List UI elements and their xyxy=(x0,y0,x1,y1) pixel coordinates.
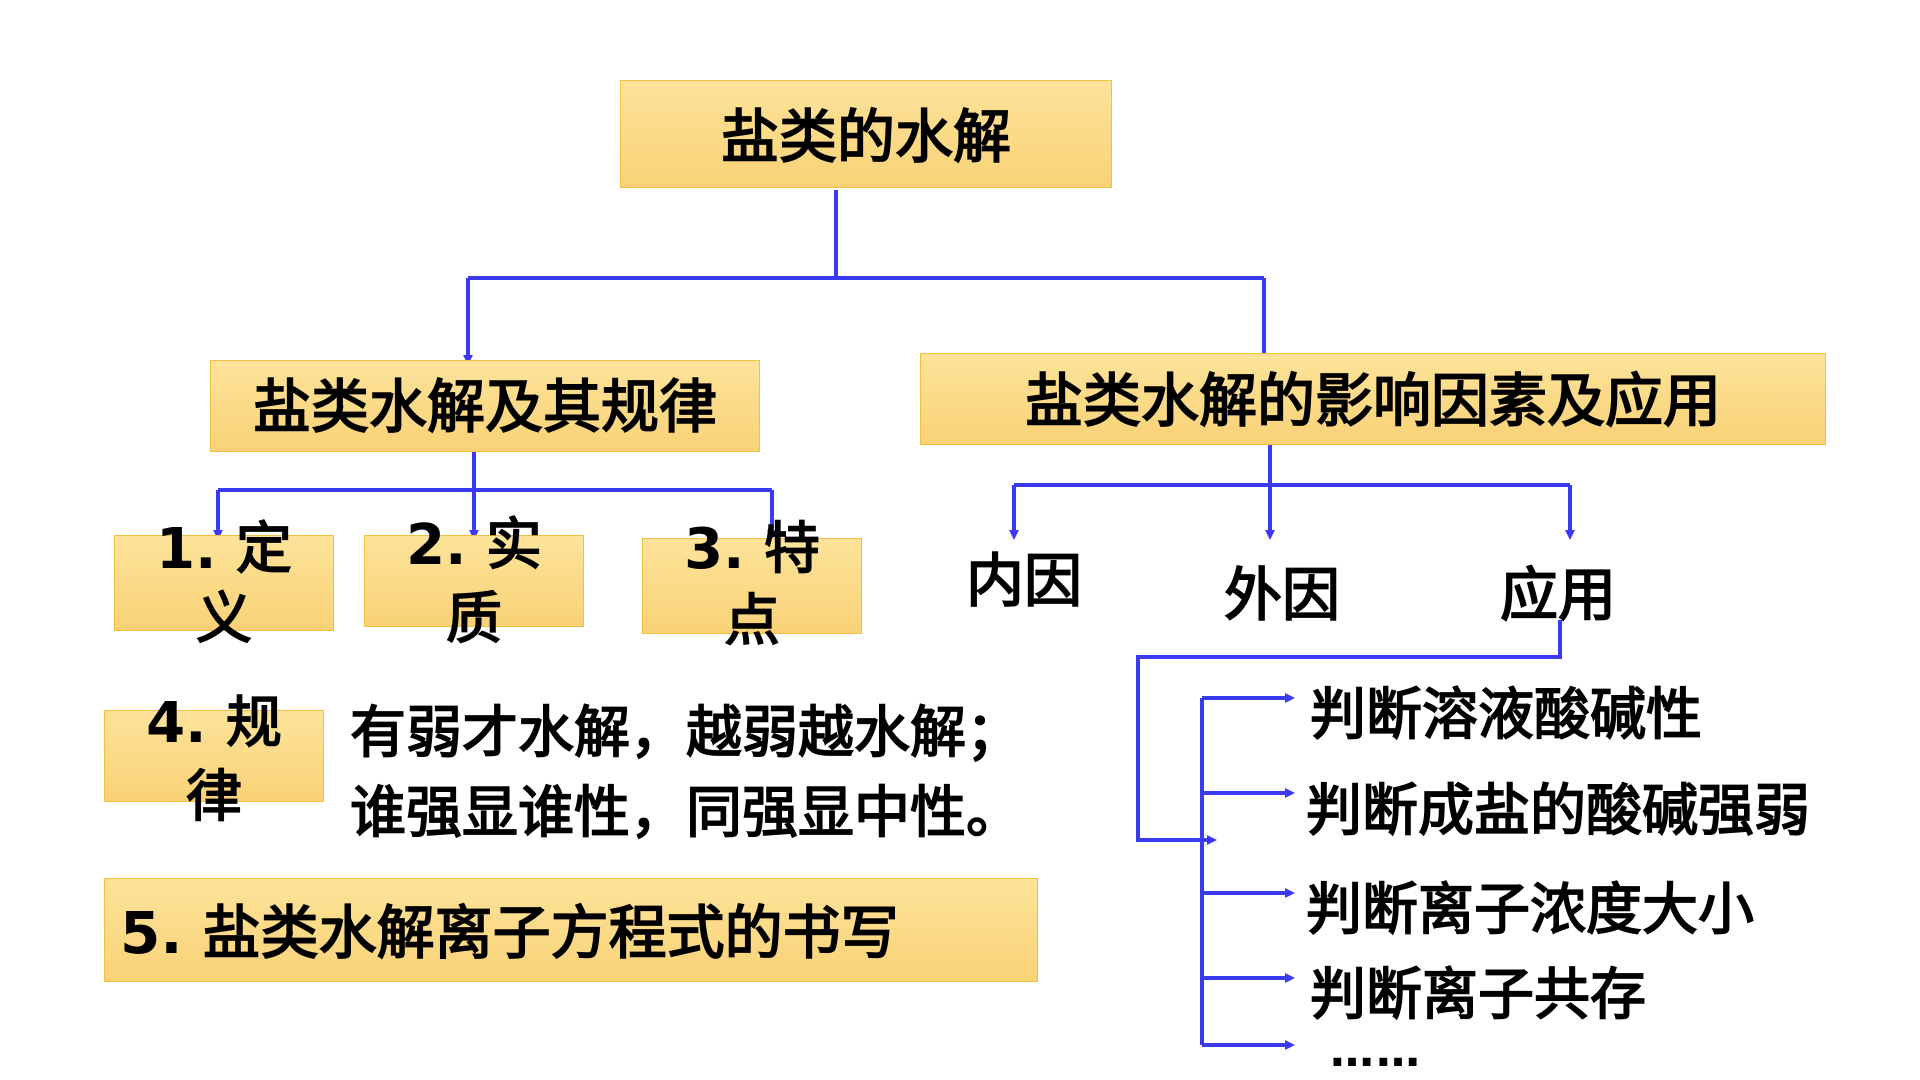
left-branch-box xyxy=(210,360,760,452)
root-node-box xyxy=(620,80,1112,188)
feature-label-line1: 3. 特 xyxy=(684,517,820,582)
item5-box xyxy=(104,878,1038,982)
application-item-ellipsis: …… xyxy=(1330,1026,1422,1077)
application-item: 判断离子浓度大小 xyxy=(1306,878,1754,943)
essence-label-line2: 质 xyxy=(446,587,502,652)
feature-box xyxy=(642,538,862,634)
right-branch-label: 盐类水解的影响因素及应用 xyxy=(1024,367,1721,435)
left-branch-label: 盐类水解及其规律 xyxy=(252,373,717,441)
definition-box xyxy=(114,535,334,631)
essence-box xyxy=(364,535,584,627)
right-branch-box xyxy=(920,353,1826,445)
rule-text-line2: 谁强显谁性，同强显中性。 xyxy=(350,781,1022,846)
application-item: 判断溶液酸碱性 xyxy=(1310,683,1702,748)
definition-label-line2: 义 xyxy=(196,587,252,652)
application-item: 判断成盐的酸碱强弱 xyxy=(1306,779,1810,844)
rule-text-line1: 有弱才水解，越弱越水解； xyxy=(350,701,1022,766)
definition-label-line1: 1. 定 xyxy=(156,517,292,582)
feature-label-line2: 点 xyxy=(724,589,780,654)
rule-label-line1: 4. 规 xyxy=(146,691,282,756)
root-node-label: 盐类的水解 xyxy=(720,103,1011,171)
internal-cause-label: 内因 xyxy=(966,547,1083,615)
essence-label-line1: 2. 实 xyxy=(406,513,542,578)
rule-box xyxy=(104,710,324,802)
application-label: 应用 xyxy=(1500,561,1617,629)
rule-label-line2: 律 xyxy=(186,765,242,830)
item5-label: 5. 盐类水解离子方程式的书写 xyxy=(120,899,899,967)
external-cause-label: 外因 xyxy=(1224,561,1341,629)
application-item: 判断离子共存 xyxy=(1310,963,1646,1028)
